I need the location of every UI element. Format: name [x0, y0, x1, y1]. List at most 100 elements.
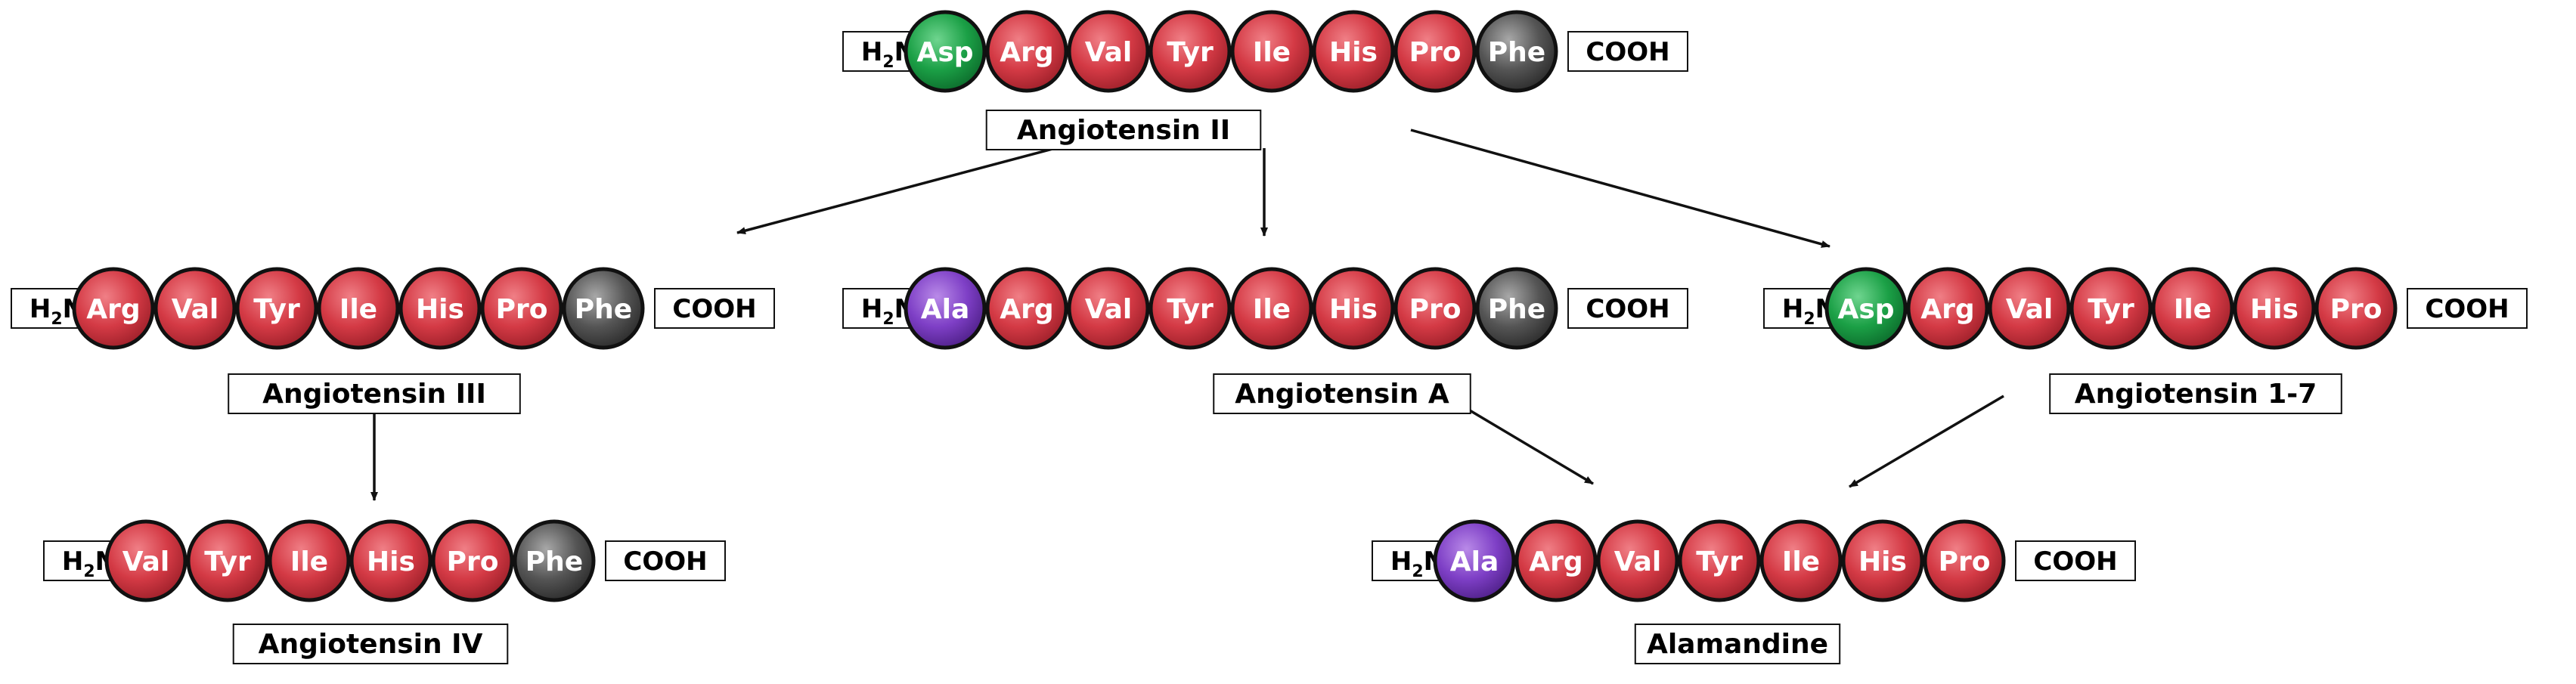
residue-bead-ala: Ala: [1433, 519, 1516, 602]
residue-code: Tyr: [204, 546, 251, 577]
c-terminus-box: [654, 288, 775, 329]
amine-subscript: 2: [83, 562, 95, 581]
peptide-ang-iii: H2NArgValTyrIleHisProPheCOOHAngiotensin …: [11, 267, 775, 414]
residue-code: Pro: [447, 546, 499, 577]
residue-bead-ile: Ile: [2151, 267, 2234, 350]
residue-code: Asp: [1837, 294, 1894, 325]
residue-bead-tyr: Tyr: [235, 267, 318, 350]
residue-circle: [2069, 267, 2153, 350]
residue-bead-his: His: [349, 519, 432, 602]
peptide-name: Angiotensin III: [262, 379, 486, 410]
residue-bead-asp: Asp: [904, 10, 987, 93]
amine-h: H: [861, 294, 882, 324]
residue-circle: [104, 519, 188, 602]
residue-code: Phe: [525, 546, 583, 577]
arrow-ang-1-7-to-alamandine: [1849, 395, 2004, 488]
residue-code: Ala: [921, 294, 970, 325]
residue-code: Pro: [2330, 294, 2382, 325]
c-terminus-label: COOH: [1586, 37, 1669, 67]
residue-bead-pro: Pro: [2314, 267, 2398, 350]
residue-code: Phe: [1488, 37, 1545, 68]
residue-code: Arg: [1529, 546, 1582, 577]
residue-bead-his: His: [1312, 10, 1395, 93]
peptide-name-box: [228, 373, 521, 414]
peptide-name: Angiotensin A: [1235, 379, 1449, 410]
peptide-name-box: [1213, 373, 1471, 414]
residue-circle: [985, 10, 1068, 93]
residue-bead-his: His: [1841, 519, 1924, 602]
residue-bead-pro: Pro: [431, 519, 514, 602]
residue-circle: [2233, 267, 2316, 350]
amine-subscript: 2: [882, 310, 894, 329]
residue-circle: [904, 10, 987, 93]
peptide-ang-ii: H2NAspArgValTyrIleHisProPheCOOHAngiotens…: [842, 10, 1688, 150]
residue-circle: [186, 519, 269, 602]
residue-bead-phe: Phe: [1475, 10, 1558, 93]
residue-code: Ile: [339, 294, 377, 325]
amine-h: H: [1390, 546, 1412, 577]
residue-circle: [1988, 267, 2071, 350]
c-terminus-label: COOH: [2033, 546, 2117, 577]
residue-circle: [235, 267, 318, 350]
residue-bead-arg: Arg: [985, 267, 1068, 350]
residue-code: Tyr: [1167, 294, 1214, 325]
residue-circle: [1678, 519, 1761, 602]
residue-circle: [2151, 267, 2234, 350]
c-terminus-label: COOH: [1586, 294, 1669, 324]
residue-circle: [1475, 10, 1558, 93]
arrow-ang-ii-to-ang-1-7: [1410, 128, 1830, 248]
residue-code: His: [1858, 546, 1907, 577]
residue-circle: [513, 519, 596, 602]
residue-circle: [317, 267, 400, 350]
residue-code: Arg: [86, 294, 140, 325]
peptide-ang-iv: H2NValTyrIleHisProPheCOOHAngiotensin IV: [43, 519, 726, 664]
residue-bead-val: Val: [153, 267, 237, 350]
residue-code: Ile: [290, 546, 328, 577]
peptides-layer: H2NAspArgValTyrIleHisProPheCOOHAngiotens…: [11, 10, 2528, 664]
amine-subscript: 2: [882, 53, 894, 72]
residue-circle: [349, 519, 432, 602]
residue-code: Ile: [1782, 546, 1820, 577]
residue-circle: [153, 267, 237, 350]
residue-circle: [904, 267, 987, 350]
residue-bead-arg: Arg: [72, 267, 155, 350]
residue-code: Tyr: [1696, 546, 1743, 577]
peptide-ang-1-7: H2NAspArgValTyrIleHisProCOOHAngiotensin …: [1763, 267, 2528, 414]
residue-bead-asp: Asp: [1824, 267, 1908, 350]
residue-code: His: [1329, 294, 1378, 325]
residue-circle: [1230, 267, 1313, 350]
peptide-name-box: [985, 110, 1262, 150]
residue-circle: [1230, 10, 1313, 93]
residue-code: Val: [1614, 546, 1662, 577]
residue-circle: [72, 267, 155, 350]
residue-bead-pro: Pro: [1393, 10, 1477, 93]
residue-code: Arg: [1920, 294, 1974, 325]
residue-code: Phe: [1488, 294, 1545, 325]
residue-circle: [1312, 10, 1395, 93]
residue-bead-val: Val: [1067, 267, 1150, 350]
residue-circle: [1393, 10, 1477, 93]
residue-circle: [985, 267, 1068, 350]
residue-bead-arg: Arg: [1514, 519, 1598, 602]
residue-circle: [562, 267, 645, 350]
c-terminus-label: COOH: [2425, 294, 2509, 324]
residue-bead-tyr: Tyr: [1149, 267, 1232, 350]
residue-code: Ile: [2174, 294, 2212, 325]
residue-circle: [480, 267, 563, 350]
residue-code: His: [1329, 37, 1378, 68]
c-terminus-box: [2015, 540, 2136, 581]
peptide-name: Angiotensin II: [1017, 115, 1230, 146]
residue-bead-val: Val: [1067, 10, 1150, 93]
c-terminus-label: COOH: [623, 546, 707, 577]
residue-circle: [1149, 267, 1232, 350]
residue-code: Pro: [1409, 37, 1462, 68]
residue-bead-pro: Pro: [1923, 519, 2006, 602]
residue-circle: [1923, 519, 2006, 602]
residue-circle: [431, 519, 514, 602]
residue-circle: [1841, 519, 1924, 602]
residue-circle: [1067, 10, 1150, 93]
residue-bead-pro: Pro: [480, 267, 563, 350]
residue-circle: [1475, 267, 1558, 350]
